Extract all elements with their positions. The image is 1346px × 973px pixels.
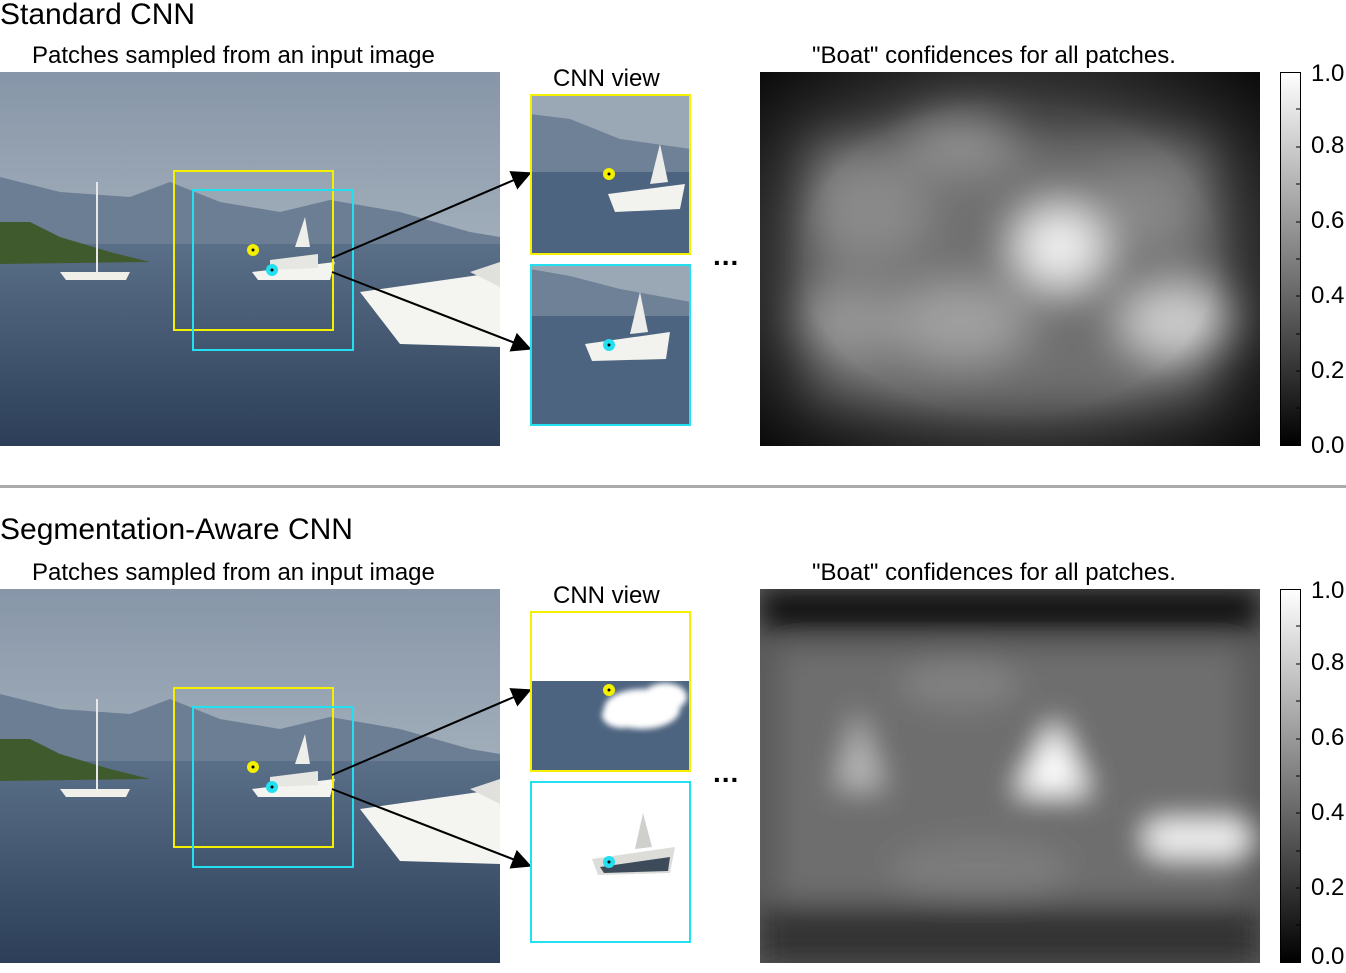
- cyan-patch-box: [192, 706, 354, 868]
- colorbar-tick: 0.2: [1311, 357, 1345, 384]
- colorbar-tick: 0.4: [1311, 799, 1345, 826]
- cnn-view-patch-yellow: [530, 94, 691, 255]
- section-title-standard-cnn: Standard CNN: [0, 0, 196, 31]
- colorbar-tick: 0.4: [1311, 282, 1345, 309]
- input-image-label: Patches sampled from an input image: [32, 42, 435, 69]
- colorbar-tick: 0.2: [1311, 874, 1345, 901]
- colorbar-tick: 1.0: [1311, 60, 1345, 87]
- colorbar-segmentation: [1280, 589, 1301, 963]
- input-image-label: Patches sampled from an input image: [32, 559, 435, 586]
- cnn-view-label: CNN view: [553, 65, 660, 92]
- confidence-heatmap-standard: [760, 72, 1260, 446]
- colorbar-tick: 0.6: [1311, 207, 1345, 234]
- input-photo-segmentation: [0, 589, 500, 963]
- cyan-patch-box: [192, 189, 354, 351]
- cnn-view-label: CNN view: [553, 582, 660, 609]
- patch-arrows: [331, 688, 532, 869]
- colorbar-tick: 0.6: [1311, 724, 1345, 751]
- cnn-view-patch-yellow-masked: [530, 611, 691, 772]
- colorbar-tick: 0.8: [1311, 132, 1345, 159]
- colorbar-tick: 1.0: [1311, 577, 1345, 604]
- patch-arrows: [331, 171, 532, 352]
- colorbar-tick: 0.8: [1311, 649, 1345, 676]
- input-photo-standard: [0, 72, 500, 446]
- heatmap-label: "Boat" confidences for all patches.: [812, 559, 1176, 586]
- yellow-patch-box: [173, 687, 334, 848]
- yellow-patch-box: [173, 170, 334, 331]
- ellipsis: ...: [713, 240, 740, 271]
- colorbar-tick: 0.0: [1311, 943, 1345, 970]
- colorbar-tick: 0.0: [1311, 432, 1345, 459]
- ellipsis: ...: [713, 757, 740, 788]
- cnn-view-patch-cyan-masked: [530, 781, 691, 943]
- heatmap-label: "Boat" confidences for all patches.: [812, 42, 1176, 69]
- section-title-segmentation-aware-cnn: Segmentation-Aware CNN: [0, 513, 353, 546]
- cnn-view-patch-cyan: [530, 264, 691, 426]
- colorbar-standard: [1280, 72, 1301, 446]
- section-divider: [0, 485, 1346, 488]
- confidence-heatmap-segmentation: [760, 589, 1260, 963]
